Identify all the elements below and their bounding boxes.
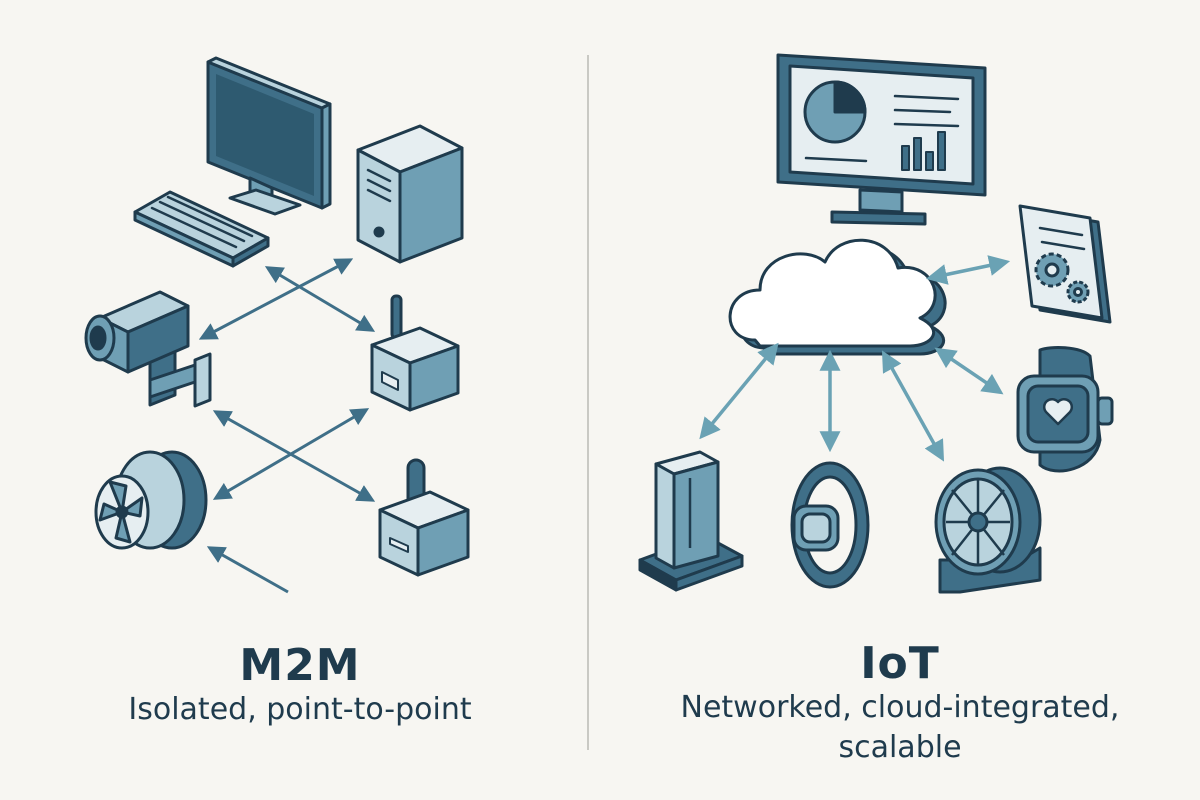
cloud-icon (728, 238, 947, 356)
arrow-keyboard-sensor (264, 266, 376, 332)
smartwatch-icon (1016, 346, 1114, 473)
iot-title: IoT (860, 638, 940, 689)
dashboard-monitor-icon (776, 53, 987, 226)
iot-subtitle-line-1: Networked, cloud-integrated, (680, 690, 1120, 725)
arrow-to-fan (206, 546, 289, 594)
m2m-title: M2M (239, 640, 361, 691)
arrow-cloud-server (699, 342, 779, 440)
fan-icon (94, 450, 208, 550)
arrow-cloud-fan (881, 350, 945, 462)
settings-document-icon (1018, 204, 1112, 324)
server-tower-icon (638, 450, 744, 592)
iot-subtitle: Networked, cloud-integrated, scalable (620, 688, 1180, 768)
m2m-subtitle: Isolated, point-to-point (128, 692, 472, 727)
turbine-fan-icon (934, 466, 1042, 594)
arrow-cloud-smartwatch (934, 347, 1004, 395)
security-camera-icon (84, 290, 212, 408)
joystick-box-icon (378, 458, 470, 577)
iot-connections (699, 255, 1011, 462)
arrow-camera-joystick (212, 410, 376, 502)
fitness-band-icon (790, 461, 870, 589)
server-tower-icon (356, 124, 464, 264)
iot-subtitle-line-2: scalable (838, 730, 962, 765)
sensor-box-icon (370, 294, 460, 412)
arrow-fan-sensor (212, 408, 370, 500)
desktop-monitor-icon (206, 56, 332, 216)
m2m-connections (198, 258, 376, 594)
arrow-cloud-document (925, 255, 1011, 285)
